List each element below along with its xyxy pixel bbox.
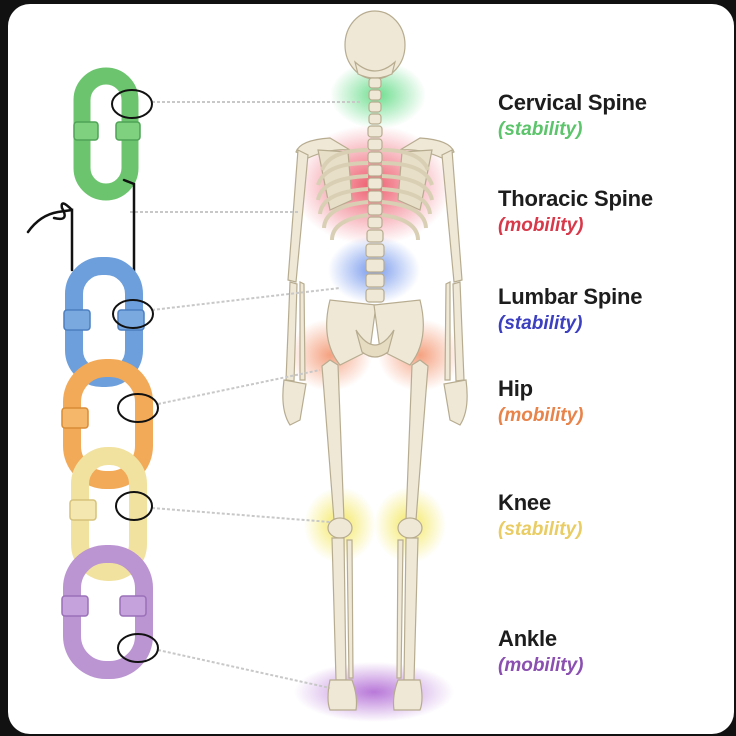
joint-quality: (mobility) <box>498 655 584 676</box>
link-band-blue-2 <box>117 309 145 331</box>
joint-quality: (mobility) <box>498 405 584 426</box>
ribs <box>316 148 434 241</box>
joint-name: Cervical Spine <box>498 90 647 115</box>
joint-quality: (mobility) <box>498 215 584 236</box>
link-band-purple <box>61 595 89 617</box>
label-lumbar-spine: Lumbar Spine (stability) <box>498 284 642 336</box>
label-hip: Hip (mobility) <box>498 376 584 428</box>
ankle-glow <box>294 662 454 722</box>
label-ankle: Ankle (mobility) <box>498 626 584 678</box>
joint-quality: (stability) <box>498 313 583 334</box>
broken-string <box>26 178 136 277</box>
link-band-yellow <box>69 499 97 521</box>
link-band-green-2 <box>115 121 141 141</box>
joint-name: Lumbar Spine <box>498 284 643 309</box>
joint-quality: (stability) <box>498 519 583 540</box>
joint-name: Hip <box>498 376 533 401</box>
link-band-purple-2 <box>119 595 147 617</box>
chain-links <box>26 67 153 679</box>
connector-lines <box>130 101 360 689</box>
joint-name: Ankle <box>498 626 557 651</box>
link-band-green <box>73 121 99 141</box>
label-knee: Knee (stability) <box>498 490 582 542</box>
spine <box>365 77 385 303</box>
joint-name: Thoracic Spine <box>498 186 653 211</box>
link-band-orange <box>61 407 89 429</box>
joint-name: Knee <box>498 490 551 515</box>
link-band-blue <box>63 309 91 331</box>
skeleton-icon <box>282 10 468 711</box>
label-cervical-spine: Cervical Spine (stability) <box>498 90 647 142</box>
connection-circles <box>111 89 159 663</box>
joint-quality: (stability) <box>498 119 583 140</box>
label-thoracic-spine: Thoracic Spine (mobility) <box>498 186 653 238</box>
